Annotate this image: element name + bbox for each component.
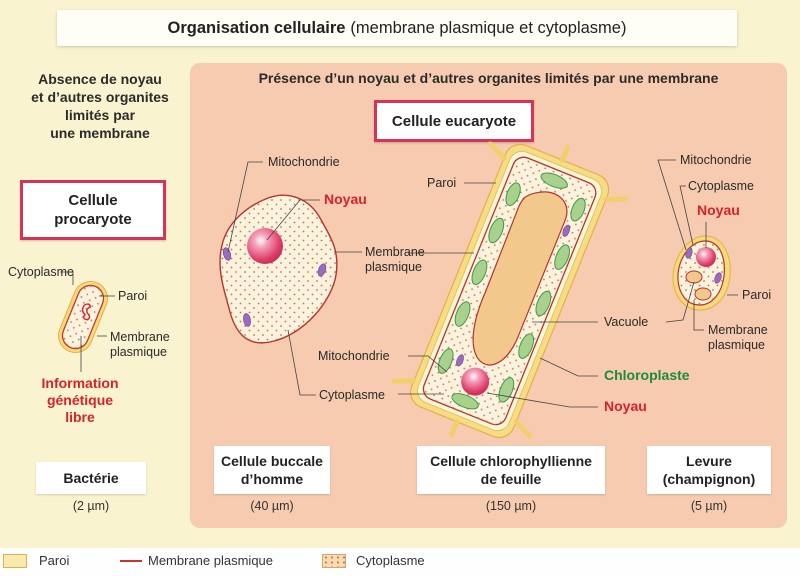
- membrane-line-icon: [120, 559, 142, 562]
- prokaryote-tag: Cellule procaryote: [20, 180, 166, 240]
- label-noyau-levure: Noyau: [697, 202, 740, 218]
- label-line: plasmique: [708, 338, 765, 352]
- yeast-diagram: [672, 235, 731, 311]
- paroi-swatch-icon: [3, 553, 27, 568]
- tag-line: procaryote: [54, 211, 132, 228]
- name-line: Cellule chlorophyllienne: [430, 453, 592, 469]
- label-line: libre: [65, 409, 95, 425]
- eukaryote-tag: Cellule eucaryote: [374, 100, 534, 142]
- legend-label: Membrane plasmique: [148, 553, 274, 568]
- label-line: génétique: [46, 392, 114, 408]
- bacterium-leader-lines: [60, 271, 115, 372]
- label-mitochondrie-buccale: Mitochondrie: [268, 155, 340, 169]
- label-membrane-bacterie: Membrane plasmique: [110, 330, 170, 360]
- label-noyau-buccale: Noyau: [324, 191, 367, 207]
- yeast-leader-lines: [657, 159, 738, 331]
- label-line: Information: [41, 375, 119, 391]
- legend: Paroi Membrane plasmique Cytoplasme: [0, 548, 800, 576]
- page-title: Organisation cellulaire (membrane plasmi…: [57, 10, 737, 46]
- prokaryote-heading: Absence de noyau et d’autres organites l…: [5, 70, 195, 142]
- label-line: Membrane: [708, 323, 768, 337]
- buccal-leader-lines: [227, 161, 362, 396]
- name-levure: Levure (champignon): [647, 446, 771, 494]
- leaf-cell-diagram: [391, 141, 629, 439]
- label-line: plasmique: [110, 345, 167, 359]
- label-line: plasmique: [365, 260, 422, 274]
- buccal-cell-diagram: [219, 194, 338, 344]
- label-cytoplasme-bacterie: Cytoplasme: [8, 265, 74, 279]
- heading-line: Absence de noyau: [38, 71, 162, 87]
- label-mitochondrie-feuille: Mitochondrie: [318, 349, 390, 363]
- label-membrane-levure: Membrane plasmique: [708, 323, 768, 353]
- label-line: Membrane: [365, 245, 425, 259]
- name-line: Levure: [686, 453, 732, 469]
- label-paroi-feuille: Paroi: [427, 176, 457, 190]
- name-line: (champignon): [662, 471, 756, 487]
- legend-item-membrane: Membrane plasmique: [120, 553, 273, 568]
- leaf-leader-lines: [398, 182, 598, 408]
- label-cytoplasme-levure: Cytoplasme: [688, 179, 754, 193]
- bacterium-diagram: [58, 280, 108, 354]
- tag-line: Cellule: [68, 192, 118, 209]
- size-bacterie: (2 µm): [72, 499, 110, 513]
- label-line: Membrane: [110, 330, 170, 344]
- label-mitochondrie-levure: Mitochondrie: [680, 153, 752, 167]
- name-bacterie: Bactérie: [36, 462, 146, 494]
- legend-item-paroi: Paroi: [3, 553, 69, 568]
- label-vacuole-feuille: Vacuole: [604, 315, 649, 329]
- label-paroi-levure: Paroi: [742, 288, 772, 302]
- size-levure: (5 µm): [690, 499, 728, 513]
- legend-item-cytoplasme: Cytoplasme: [322, 553, 425, 568]
- label-noyau-feuille: Noyau: [604, 398, 647, 414]
- heading-line: une membrane: [50, 125, 150, 141]
- title-subtitle: (membrane plasmique et cytoplasme): [350, 18, 627, 37]
- title-bold: Organisation cellulaire: [167, 18, 346, 37]
- name-cellule-buccale: Cellule buccale d’homme: [214, 446, 330, 494]
- cytoplasme-swatch-icon: [322, 553, 346, 568]
- legend-label: Paroi: [39, 553, 70, 568]
- label-paroi-bacterie: Paroi: [118, 289, 148, 303]
- size-cellule-buccale: (40 µm): [250, 499, 294, 513]
- heading-line: et d’autres organites: [31, 89, 169, 105]
- label-chloroplaste: Chloroplaste: [604, 367, 690, 383]
- legend-label: Cytoplasme: [356, 553, 425, 568]
- label-membrane-buccale: Membrane plasmique: [365, 245, 425, 275]
- eukaryote-heading: Présence d’un noyau et d’autres organite…: [258, 70, 719, 86]
- size-cellule-chlorophyllienne: (150 µm): [485, 499, 537, 513]
- name-line: Cellule buccale: [221, 453, 323, 469]
- name-cellule-chlorophyllienne: Cellule chlorophyllienne de feuille: [417, 446, 605, 494]
- name-line: d’homme: [240, 471, 304, 487]
- label-cytoplasme-buccale: Cytoplasme: [319, 388, 385, 402]
- name-line: de feuille: [480, 471, 542, 487]
- label-information-genetique: Information génétique libre: [5, 375, 155, 426]
- heading-line: limités par: [64, 107, 136, 123]
